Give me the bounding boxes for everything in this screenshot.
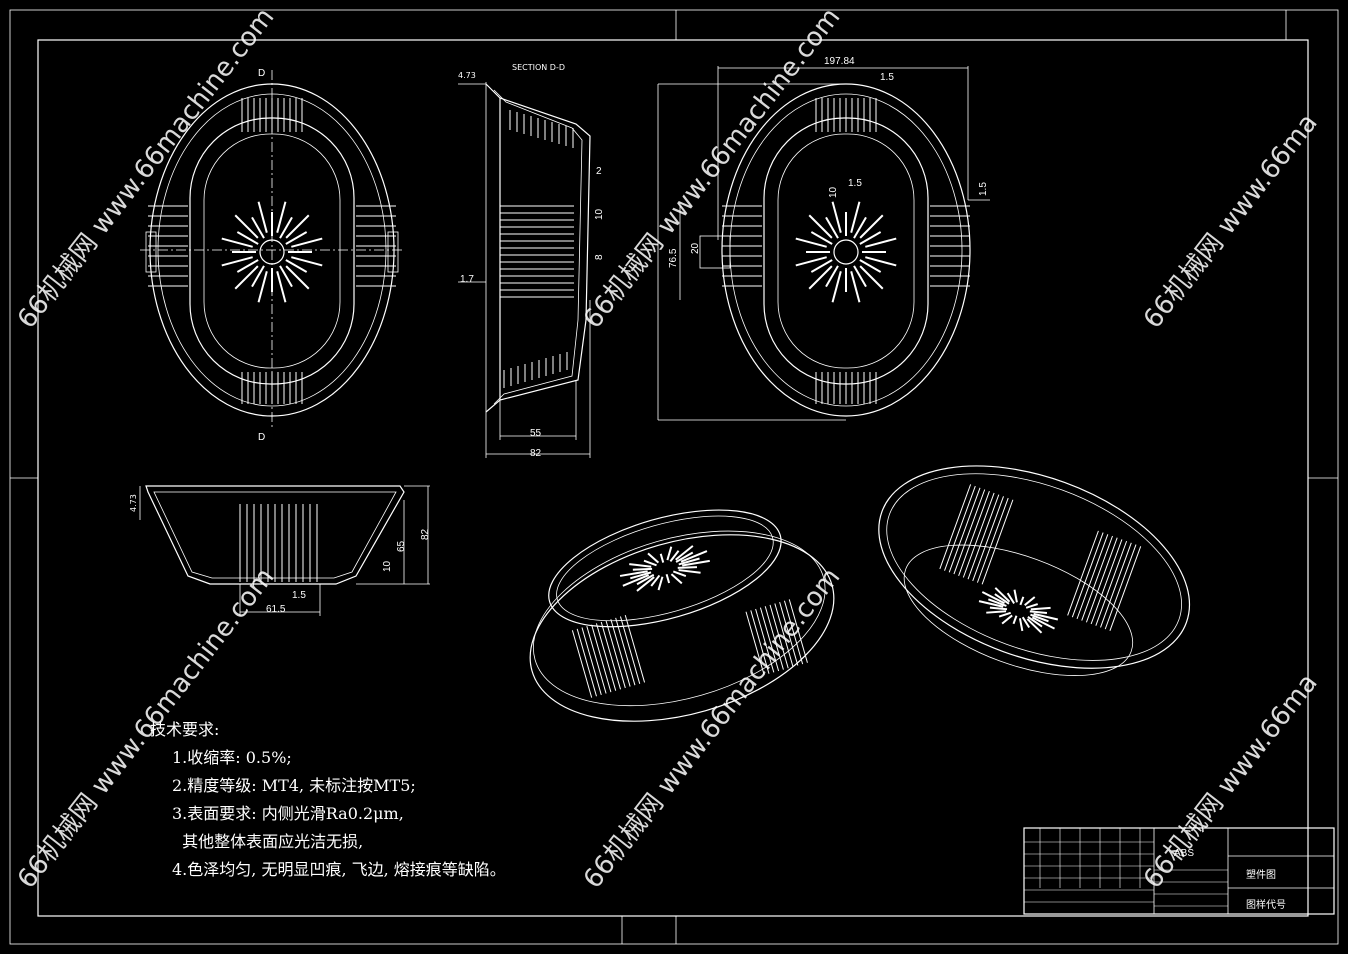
watermark-3: 66机械网 www.66ma	[1138, 108, 1324, 334]
section-marker-top: D	[258, 68, 265, 79]
dim-section-8: 8	[594, 254, 605, 260]
dim-section-17: 1.7	[460, 274, 474, 285]
technical-requirements: 技术要求: 1.收缩率: 0.5%; 2.精度等级: MT4, 未标注按MT5;…	[150, 716, 506, 884]
dim-section-82: 82	[530, 448, 542, 459]
section-marker-bottom: D	[258, 432, 265, 443]
section-view	[458, 82, 591, 458]
dim-front-615: 61.5	[266, 604, 286, 615]
dim-height-765: 76.5	[668, 248, 679, 268]
dim-front-473: 4.73	[129, 494, 138, 512]
drawing-code: 图样代号	[1246, 898, 1286, 911]
dim-slot-20: 20	[690, 242, 701, 254]
watermark-5: 66机械网 www.66machine.com	[578, 562, 846, 894]
section-title: SECTION D-D	[512, 63, 565, 72]
front-view	[139, 485, 430, 616]
drawing-frame	[9, 9, 1339, 945]
dim-section-10: 10	[594, 208, 605, 220]
note-item-5: 4.色泽均匀, 无明显凹痕, 飞边, 熔接痕等缺陷。	[172, 860, 506, 879]
iso-view-bottom	[529, 509, 835, 722]
watermark-6: 66机械网 www.66ma	[1138, 668, 1324, 894]
dim-front-10: 10	[382, 560, 393, 572]
dim-side-15: 1.5	[978, 182, 989, 196]
dim-front-15: 1.5	[292, 590, 306, 601]
top-view-left	[140, 70, 404, 430]
note-item-4: 其他整体表面应光洁无损,	[172, 832, 364, 851]
drawing-name: 塑件图	[1246, 869, 1276, 881]
dim-front-82: 82	[420, 528, 431, 540]
dim-front-65: 65	[396, 540, 407, 552]
dim-top-15: 1.5	[880, 72, 894, 83]
note-item-1: 1.收缩率: 0.5%;	[172, 748, 292, 767]
watermark-2: 66机械网 www.66machine.com	[578, 2, 846, 334]
dim-section-473: 4.73	[458, 71, 476, 80]
title-block	[1023, 827, 1335, 915]
dim-width-19784: 197.84	[824, 56, 855, 67]
iso-view-top	[878, 465, 1191, 676]
note-item-2: 2.精度等级: MT4, 未标注按MT5;	[172, 776, 416, 795]
note-item-3: 3.表面要求: 内侧光滑Ra0.2μm,	[172, 804, 404, 823]
notes-title: 技术要求:	[150, 720, 220, 739]
dim-center-10: 10	[828, 186, 839, 198]
top-view-right	[657, 66, 990, 421]
dim-section-55: 55	[530, 428, 542, 439]
dim-section-2: 2	[596, 166, 602, 177]
material-label: ABS	[1174, 848, 1194, 859]
dim-center-15: 1.5	[848, 178, 862, 189]
